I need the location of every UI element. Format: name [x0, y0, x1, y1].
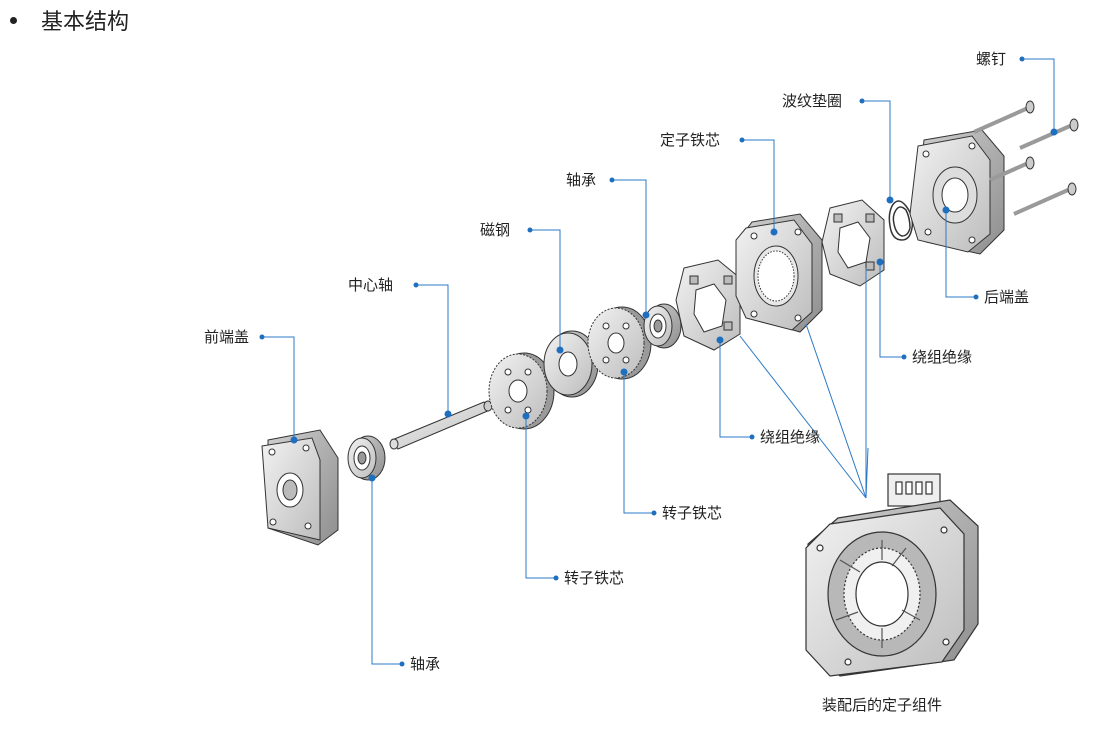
label-front-cover: 前端盖 — [204, 328, 250, 346]
screws-part — [973, 100, 1079, 216]
bearing-top-part — [643, 303, 682, 349]
label-wave-washer: 波纹垫圈 — [782, 92, 843, 110]
stator-core-part — [735, 213, 823, 333]
section-heading: 基本结构 — [10, 4, 129, 36]
wave-washer-part — [888, 200, 914, 241]
label-stator-core: 定子铁芯 — [660, 131, 721, 149]
label-bearing-bottom: 轴承 — [410, 655, 441, 673]
winding-insulation-front-part — [675, 259, 741, 351]
bearing-bottom-part — [347, 435, 386, 481]
label-rotor-core-right: 转子铁芯 — [662, 504, 723, 522]
center-shaft-part — [389, 400, 493, 450]
rotor-core-left-part — [488, 352, 555, 430]
leader-dots — [259, 56, 1058, 667]
heading-text: 基本结构 — [41, 10, 130, 35]
label-rotor-core-left: 转子铁芯 — [564, 569, 625, 587]
label-screw: 螺钉 — [976, 50, 1007, 68]
label-bearing-top: 轴承 — [566, 171, 597, 189]
label-magnet: 磁钢 — [480, 221, 511, 239]
assembled-stator-part — [805, 473, 979, 677]
assembled-stator-caption: 装配后的定子组件 — [822, 696, 943, 714]
label-center-shaft: 中心轴 — [348, 276, 394, 294]
rear-cover-part — [909, 129, 1005, 255]
label-rear-cover: 后端盖 — [984, 288, 1030, 306]
winding-insulation-rear-part — [821, 199, 885, 287]
label-winding-insulation-right: 绕组绝缘 — [912, 348, 973, 366]
label-winding-insulation-mid: 绕组绝缘 — [760, 428, 821, 446]
front-cover-part — [261, 429, 339, 546]
bullet-icon — [10, 16, 17, 24]
leader-lines — [262, 58, 1055, 665]
rotor-core-right-part — [587, 306, 652, 380]
